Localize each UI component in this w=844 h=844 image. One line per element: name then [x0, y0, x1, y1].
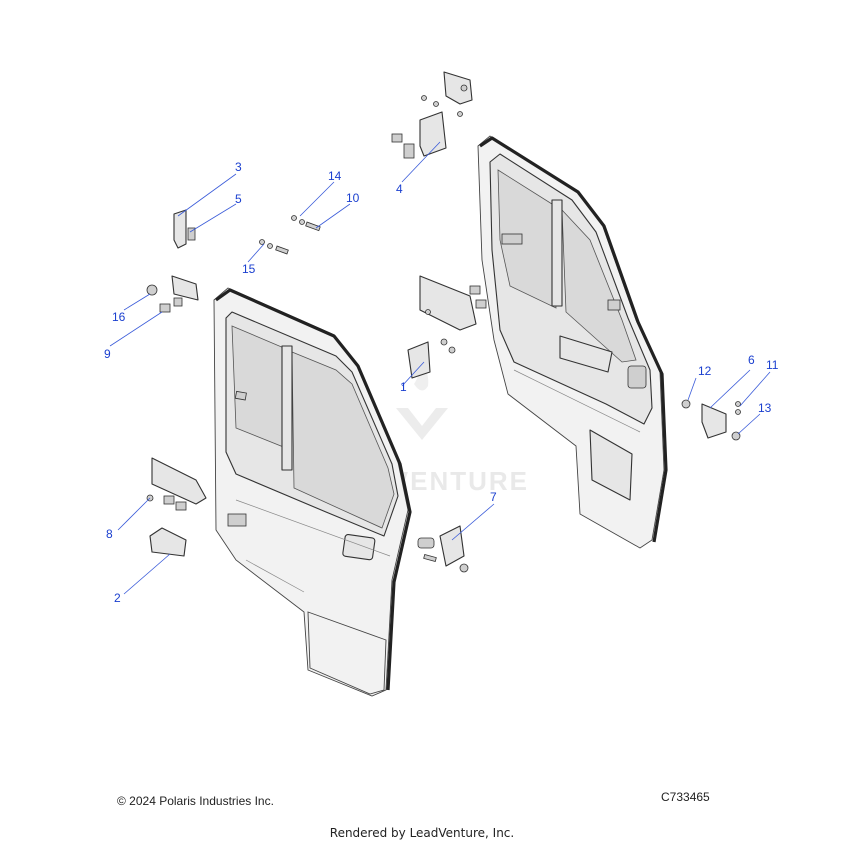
copyright-text: © 2024 Polaris Industries Inc. [117, 794, 274, 808]
callout-1[interactable]: 1 [400, 380, 407, 394]
right-door[interactable] [477, 135, 668, 549]
hinge-right-side-6-11-12-13[interactable] [681, 399, 741, 441]
callout-12[interactable]: 12 [698, 364, 712, 378]
diagram-code: C733465 [661, 790, 710, 804]
hinge-top-right-4[interactable] [391, 71, 473, 159]
callout-8[interactable]: 8 [106, 527, 113, 541]
callout-2[interactable]: 2 [114, 591, 121, 605]
callout-3[interactable]: 3 [235, 160, 242, 174]
hinge-upper-left-3[interactable] [146, 209, 199, 313]
callout-16[interactable]: 16 [112, 310, 126, 324]
callout-7[interactable]: 7 [490, 490, 497, 504]
callout-15[interactable]: 15 [242, 262, 256, 276]
callout-9[interactable]: 9 [104, 347, 111, 361]
hinge-lower-left-2-8[interactable] [146, 457, 207, 557]
callout-11[interactable]: 11 [766, 358, 779, 372]
left-door[interactable] [213, 287, 412, 697]
callout-4[interactable]: 4 [396, 182, 403, 196]
callout-10[interactable]: 10 [346, 191, 360, 205]
rendered-by-text: Rendered by LeadVenture, Inc. [329, 826, 515, 840]
callout-labels: 1 2 3 4 5 6 7 8 9 10 11 12 13 14 15 16 [104, 160, 779, 605]
callout-13[interactable]: 13 [758, 401, 772, 415]
small-hardware-10-14-15[interactable] [259, 215, 321, 255]
latch-7[interactable] [417, 525, 469, 573]
hinge-mid-right-1[interactable] [407, 275, 487, 379]
leader-lines [109, 141, 771, 595]
callout-14[interactable]: 14 [328, 169, 342, 183]
callout-6[interactable]: 6 [748, 353, 755, 367]
callout-5[interactable]: 5 [235, 192, 242, 206]
